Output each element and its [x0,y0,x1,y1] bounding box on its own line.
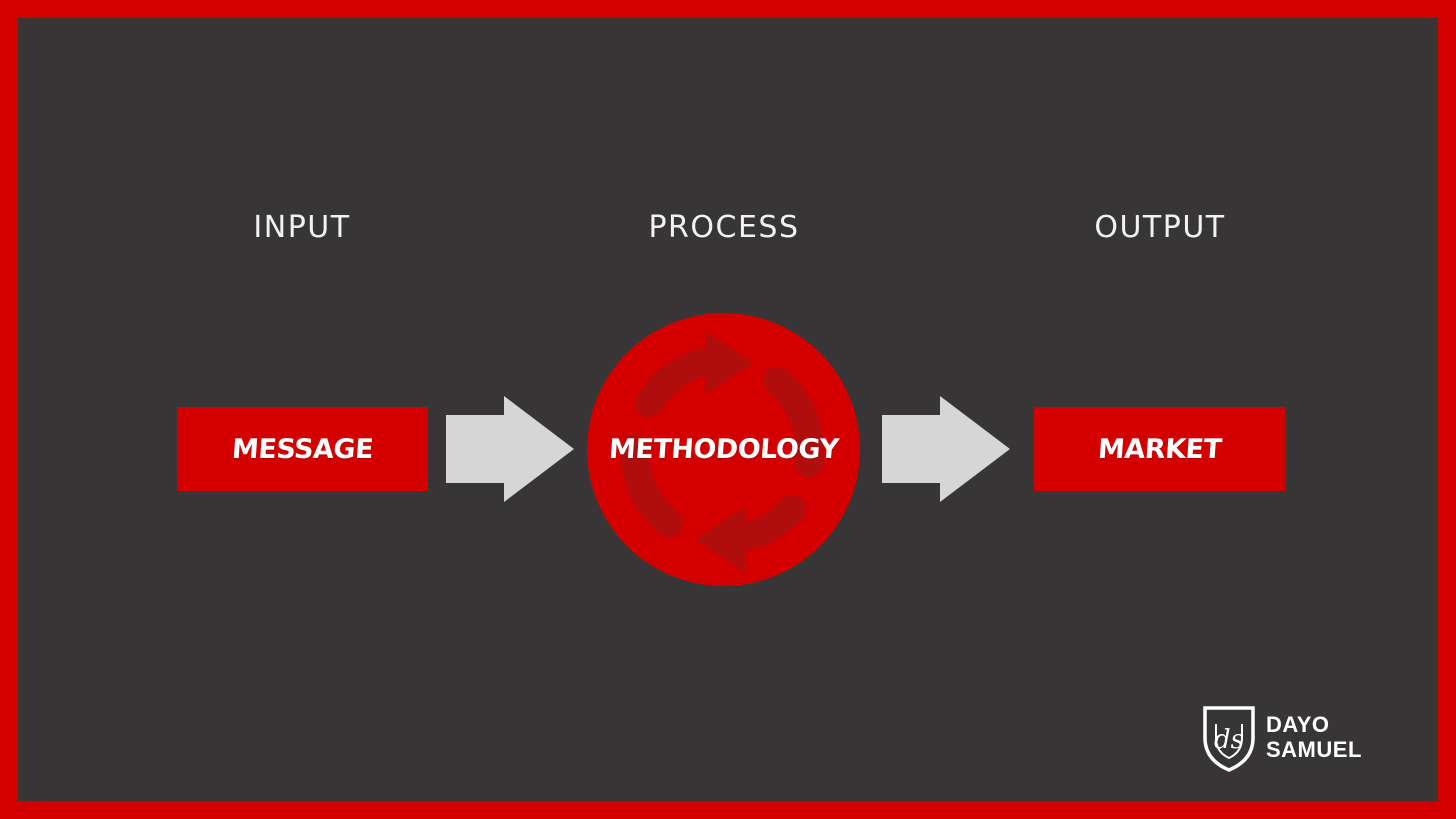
stage-label-process: PROCESS [648,210,800,245]
market-label: MARKET [1096,433,1223,465]
ds-shield-logo-icon: ds [1203,706,1255,772]
market-node: MARKET [1034,407,1285,491]
message-node: MESSAGE [177,407,428,491]
logo-monogram: ds [1214,725,1244,755]
methodology-label: METHODOLOGY [607,433,840,465]
right-arrow-icon [446,396,574,502]
methodology-node [587,313,860,586]
right-arrow-icon [882,396,1010,502]
brand-name: DAYO SAMUEL [1266,712,1362,762]
methodology-label-wrap: METHODOLOGY [587,407,860,491]
message-label: MESSAGE [230,433,375,465]
brand-name-line2: SAMUEL [1266,737,1362,762]
stage-label-output: OUTPUT [1094,210,1226,245]
refresh-cycle-icon [620,347,824,553]
brand-name-line1: DAYO [1266,712,1330,737]
stage-label-input: INPUT [253,210,351,245]
